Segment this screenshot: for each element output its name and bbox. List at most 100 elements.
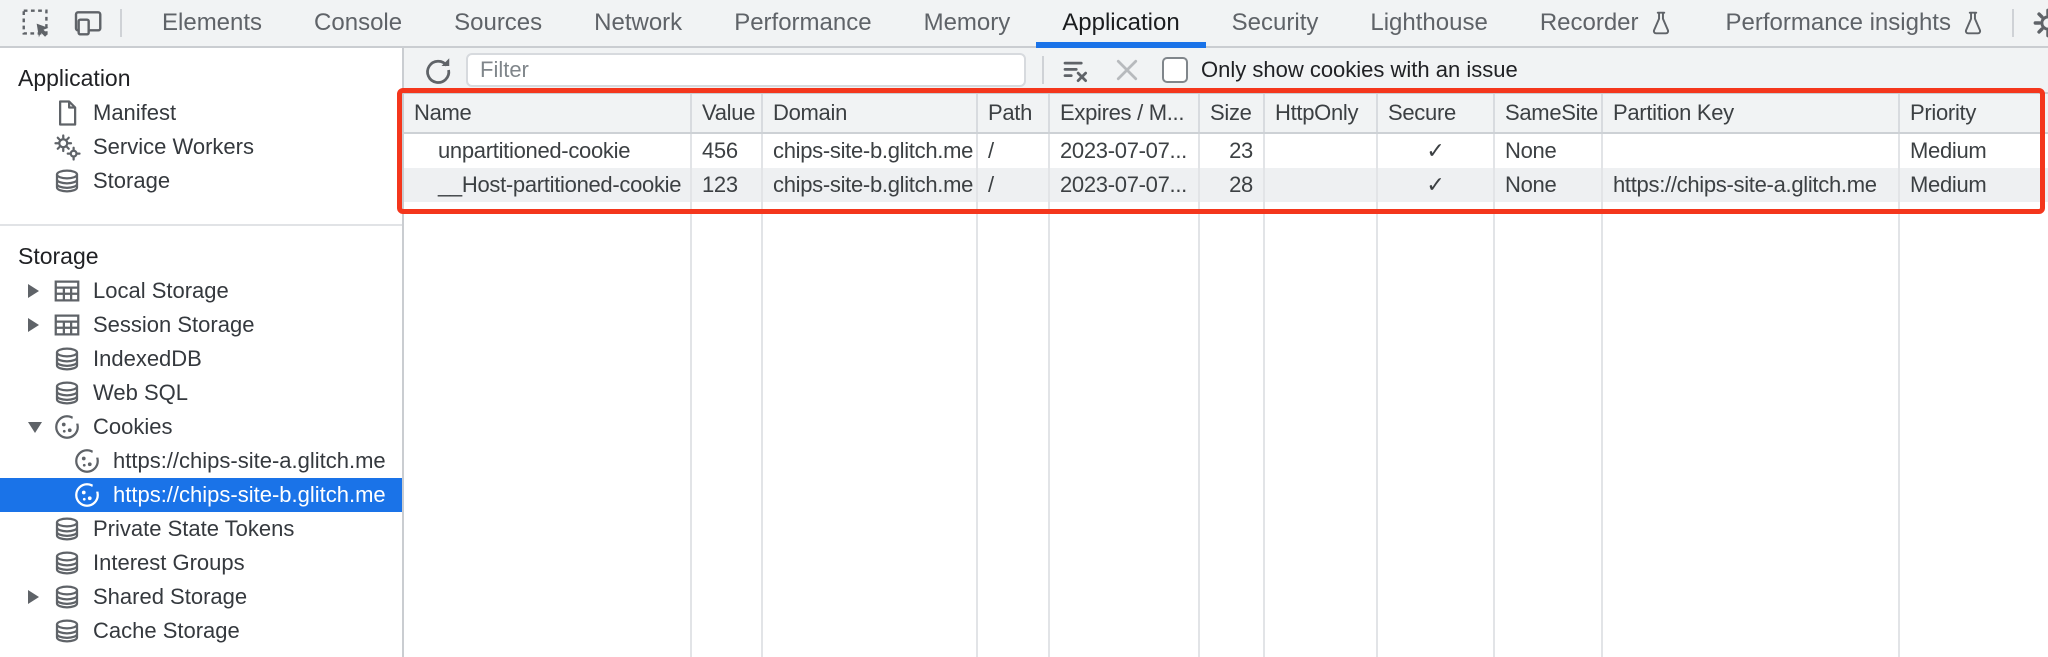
application-sidebar: Application Manifest Service Workers Sto… xyxy=(0,48,404,657)
tab-sources[interactable]: Sources xyxy=(454,9,543,36)
sidebar-item-private-state-tokens[interactable]: Private State Tokens xyxy=(0,512,402,546)
sidebar-item-cookies-chips-site-b[interactable]: https://chips-site-b.glitch.me xyxy=(0,478,402,512)
cookies-table-header: Name Value Domain Path Expires / M... Si… xyxy=(404,94,2048,134)
column-header-expires[interactable]: Expires / M... xyxy=(1050,94,1200,132)
cookie-icon xyxy=(52,412,82,442)
column-header-size[interactable]: Size xyxy=(1200,94,1265,132)
database-icon xyxy=(52,166,82,196)
cell-domain: chips-site-b.glitch.me xyxy=(763,134,978,168)
cookie-row-unpartitioned[interactable]: unpartitioned-cookie 456 chips-site-b.gl… xyxy=(404,134,2048,168)
column-header-httponly[interactable]: HttpOnly xyxy=(1265,94,1378,132)
chevron-right-icon[interactable] xyxy=(28,284,39,298)
sidebar-section-title: Application xyxy=(18,65,131,91)
delete-icon[interactable] xyxy=(1108,51,1146,89)
cell-secure: ✓ xyxy=(1378,168,1495,202)
column-header-path[interactable]: Path xyxy=(978,94,1050,132)
cookies-panel: Only show cookies with an issue Name Val… xyxy=(397,48,2048,657)
grid-column-line xyxy=(1900,202,2048,657)
settings-gear-icon[interactable] xyxy=(2026,3,2048,43)
database-icon xyxy=(52,616,82,646)
inspect-element-icon[interactable] xyxy=(14,3,58,43)
column-header-secure[interactable]: Secure xyxy=(1378,94,1495,132)
tab-performance-insights[interactable]: Performance insights xyxy=(1700,0,2012,46)
grid-column-line xyxy=(1200,202,1265,657)
cell-expires: 2023-07-07... xyxy=(1050,134,1200,168)
cookie-icon xyxy=(72,446,102,476)
panel-tabs: Elements Console Sources Network Perform… xyxy=(136,0,2012,48)
cell-name: __Host-partitioned-cookie xyxy=(404,168,692,202)
cookies-toolbar: Only show cookies with an issue xyxy=(404,48,2048,94)
cell-name: unpartitioned-cookie xyxy=(404,134,692,168)
sidebar-item-shared-storage[interactable]: Shared Storage xyxy=(0,580,402,614)
devtools-tab-bar: Elements Console Sources Network Perform… xyxy=(0,0,2048,48)
refresh-icon[interactable] xyxy=(418,51,456,89)
only-issue-label: Only show cookies with an issue xyxy=(1201,57,1518,82)
only-issue-checkbox[interactable] xyxy=(1162,57,1188,83)
tab-console[interactable]: Console xyxy=(314,9,403,36)
tabbar-divider xyxy=(2011,9,2014,37)
clear-filter-icon[interactable] xyxy=(1056,51,1094,89)
chevron-right-icon[interactable] xyxy=(28,590,39,604)
cookies-table: Name Value Domain Path Expires / M... Si… xyxy=(397,88,2048,657)
cookie-row-host-partitioned[interactable]: __Host-partitioned-cookie 123 chips-site… xyxy=(404,168,2048,202)
column-header-samesite[interactable]: SameSite xyxy=(1495,94,1603,132)
sidebar-item-cache-storage[interactable]: Cache Storage xyxy=(0,614,402,648)
filter-input[interactable] xyxy=(466,53,1026,87)
chevron-right-icon[interactable] xyxy=(28,318,39,332)
tab-security[interactable]: Security xyxy=(1231,9,1319,36)
sidebar-section-application: Application Manifest Service Workers Sto… xyxy=(0,48,402,198)
sidebar-item-interest-groups[interactable]: Interest Groups xyxy=(0,546,402,580)
sidebar-section-storage: Storage Local Storage Session Storage In… xyxy=(0,226,402,648)
sidebar-item-service-workers[interactable]: Service Workers xyxy=(0,130,402,164)
grid-column-line xyxy=(1495,202,1603,657)
column-header-domain[interactable]: Domain xyxy=(763,94,978,132)
tab-memory[interactable]: Memory xyxy=(923,9,1011,36)
grid-column-line xyxy=(1378,202,1495,657)
cell-expires: 2023-07-07... xyxy=(1050,168,1200,202)
flask-icon xyxy=(1960,10,1986,36)
sidebar-item-cookies[interactable]: Cookies xyxy=(0,410,402,444)
grid-column-line xyxy=(1050,202,1200,657)
column-header-value[interactable]: Value xyxy=(692,94,763,132)
tab-performance[interactable]: Performance xyxy=(734,9,872,36)
device-toolbar-icon[interactable] xyxy=(66,3,110,43)
tab-application[interactable]: Application xyxy=(1036,0,1207,48)
sidebar-item-manifest[interactable]: Manifest xyxy=(0,96,402,130)
database-icon xyxy=(52,344,82,374)
cell-httponly xyxy=(1265,134,1378,168)
grid-column-line xyxy=(692,202,763,657)
sidebar-item-cookies-chips-site-a[interactable]: https://chips-site-a.glitch.me xyxy=(0,444,402,478)
cell-value: 456 xyxy=(692,134,763,168)
service-workers-icon xyxy=(52,132,82,162)
database-icon xyxy=(52,378,82,408)
sidebar-item-session-storage[interactable]: Session Storage xyxy=(0,308,402,342)
cell-size: 28 xyxy=(1200,168,1265,202)
tab-network[interactable]: Network xyxy=(594,9,683,36)
tabbar-divider xyxy=(120,9,122,37)
cell-priority: Medium xyxy=(1910,138,1987,163)
tab-lighthouse[interactable]: Lighthouse xyxy=(1370,9,1488,36)
cell-priority: Medium xyxy=(1910,172,1987,197)
column-header-priority[interactable]: Priority xyxy=(1910,100,1977,125)
cell-domain: chips-site-b.glitch.me xyxy=(763,168,978,202)
cell-partition-key xyxy=(1603,134,1900,168)
sidebar-item-indexeddb[interactable]: IndexedDB xyxy=(0,342,402,376)
cell-size: 23 xyxy=(1200,134,1265,168)
column-header-name[interactable]: Name xyxy=(404,94,692,132)
column-header-partition-key[interactable]: Partition Key xyxy=(1603,94,1900,132)
sidebar-item-web-sql[interactable]: Web SQL xyxy=(0,376,402,410)
grid-column-line xyxy=(404,202,692,657)
table-icon xyxy=(52,276,82,306)
tab-recorder[interactable]: Recorder xyxy=(1514,0,1700,46)
cell-httponly xyxy=(1265,168,1378,202)
sidebar-item-storage[interactable]: Storage xyxy=(0,164,402,198)
flask-icon xyxy=(1648,10,1674,36)
database-icon xyxy=(52,582,82,612)
document-icon xyxy=(52,98,82,128)
sidebar-item-local-storage[interactable]: Local Storage xyxy=(0,274,402,308)
tab-elements[interactable]: Elements xyxy=(162,9,263,36)
cookie-icon xyxy=(72,480,102,510)
empty-grid-area xyxy=(404,202,2048,657)
chevron-down-icon[interactable] xyxy=(28,421,42,433)
